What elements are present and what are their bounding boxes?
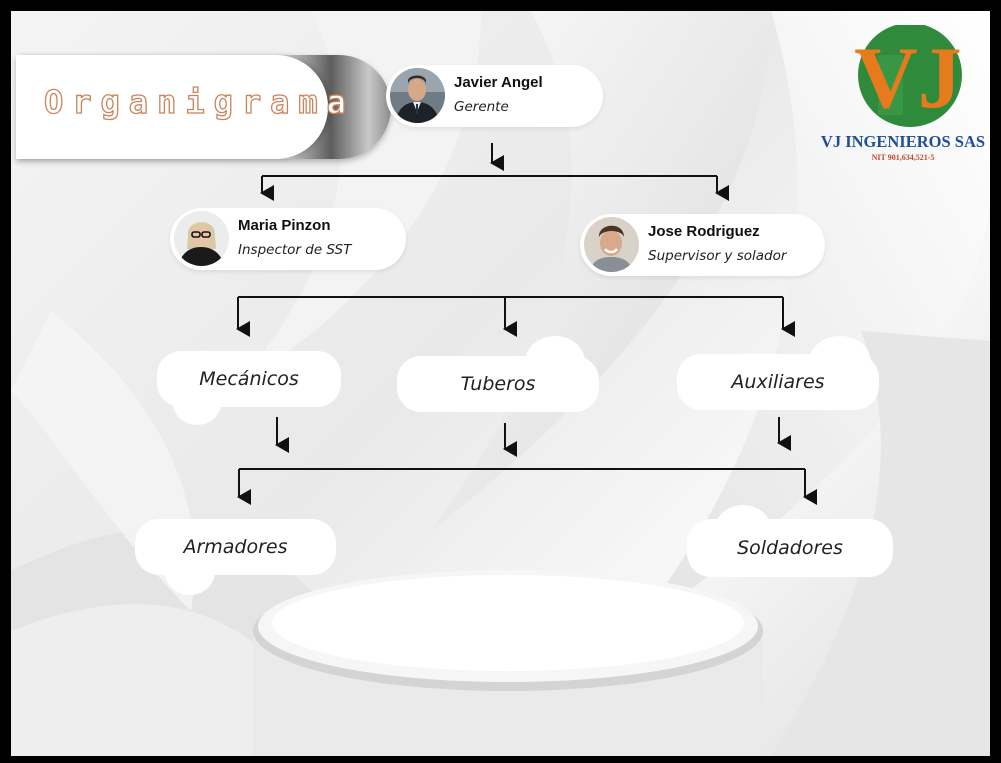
avatar: [174, 211, 229, 266]
group-label: Auxiliares: [731, 371, 825, 393]
group-label: Soldadores: [737, 537, 843, 559]
person-photo-icon: [390, 68, 445, 123]
group-soldadores: Soldadores: [687, 505, 893, 577]
connector-lines: [236, 143, 817, 505]
company-logo: VJ VJ INGENIEROS SAS NIT 901,634,521-5: [813, 23, 989, 185]
person-name: Javier Angel: [454, 74, 543, 91]
group-mecanicos: Mecánicos: [157, 351, 341, 425]
person-role: Supervisor y solador: [648, 248, 787, 264]
person-photo-icon: [174, 211, 229, 266]
group-label: Mecánicos: [199, 368, 299, 390]
title-banner: Organigrama: [16, 55, 391, 159]
company-nit: NIT 901,634,521-5: [871, 153, 935, 162]
group-tuberos: Tuberos: [397, 336, 599, 412]
person-photo-icon: [584, 217, 639, 272]
vj-logo-icon: VJ: [854, 23, 962, 127]
org-chart-canvas: Organigrama VJ VJ INGENIEROS SAS NIT 901…: [11, 11, 990, 756]
group-label: Tuberos: [460, 373, 536, 395]
person-card-supervisor: Jose Rodriguez Supervisor y solador: [580, 214, 825, 276]
person-name: Jose Rodriguez: [648, 223, 760, 240]
avatar: [390, 68, 445, 123]
person-role: Gerente: [454, 99, 509, 115]
person-role: Inspector de SST: [238, 242, 352, 258]
person-name: Maria Pinzon: [238, 217, 331, 234]
title-banner-inner: Organigrama: [16, 55, 347, 159]
page-title: Organigrama: [43, 82, 355, 121]
avatar: [584, 217, 639, 272]
group-armadores: Armadores: [135, 519, 336, 595]
logo-initials: VJ: [854, 30, 962, 127]
company-name: VJ INGENIEROS SAS: [820, 132, 986, 151]
person-card-gerente: Javier Angel Gerente: [386, 65, 603, 127]
group-label: Armadores: [183, 536, 288, 558]
person-card-inspector: Maria Pinzon Inspector de SST: [170, 208, 406, 270]
group-auxiliares: Auxiliares: [677, 336, 879, 410]
